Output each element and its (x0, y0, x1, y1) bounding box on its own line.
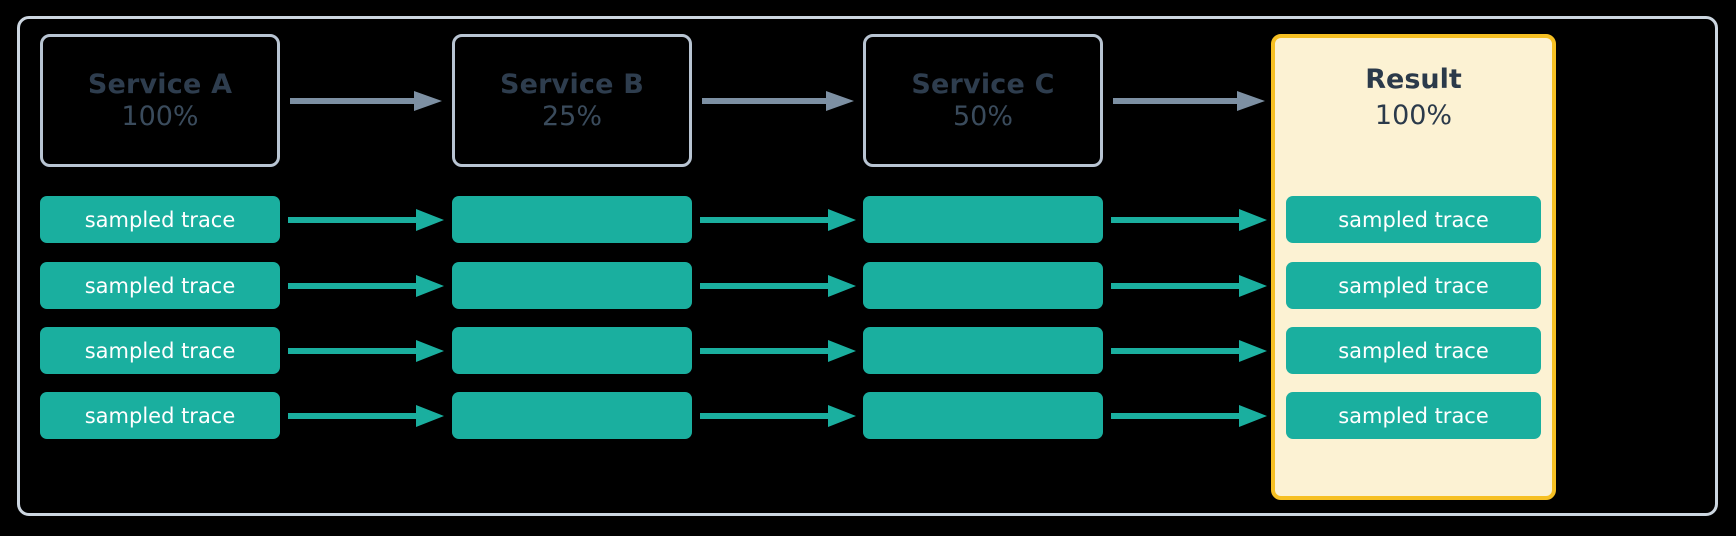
trace-label: sampled trace (84, 273, 236, 298)
trace-arrow (1111, 339, 1267, 363)
trace-label: sampled trace (84, 207, 236, 232)
service-rate: 100% (121, 100, 199, 132)
service-arrow-a-to-b (290, 89, 442, 113)
trace-bar[interactable] (863, 196, 1103, 243)
service-box-a[interactable]: Service A 100% (40, 34, 280, 167)
trace-bar[interactable] (452, 196, 692, 243)
trace-bar[interactable] (452, 327, 692, 374)
trace-bar[interactable]: sampled trace (40, 262, 280, 309)
service-name: Service A (87, 68, 233, 100)
trace-arrow (1111, 274, 1267, 298)
trace-label: sampled trace (1338, 207, 1489, 232)
trace-label: sampled trace (1338, 273, 1489, 298)
service-name: Service C (911, 68, 1055, 100)
trace-arrow (700, 404, 856, 428)
service-name: Service B (499, 68, 645, 100)
trace-bar[interactable] (863, 392, 1103, 439)
service-box-c[interactable]: Service C 50% (863, 34, 1103, 167)
service-arrow-c-to-result (1113, 89, 1265, 113)
trace-bar[interactable] (863, 327, 1103, 374)
result-rate: 100% (1374, 100, 1453, 131)
service-rate: 50% (952, 100, 1013, 132)
trace-bar-result[interactable]: sampled trace (1286, 196, 1541, 243)
trace-bar-result[interactable]: sampled trace (1286, 327, 1541, 374)
trace-arrow (700, 208, 856, 232)
sampling-diagram-frame: Service A 100% Service B 25% Service C 5… (17, 16, 1718, 516)
trace-bar-result[interactable]: sampled trace (1286, 262, 1541, 309)
trace-bar[interactable] (452, 392, 692, 439)
trace-arrow (288, 404, 444, 428)
trace-bar[interactable] (452, 262, 692, 309)
trace-label: sampled trace (84, 403, 236, 428)
trace-bar[interactable]: sampled trace (40, 196, 280, 243)
service-box-b[interactable]: Service B 25% (452, 34, 692, 167)
trace-bar[interactable]: sampled trace (40, 327, 280, 374)
trace-bar[interactable]: sampled trace (40, 392, 280, 439)
trace-arrow (288, 208, 444, 232)
trace-label: sampled trace (1338, 403, 1489, 428)
trace-arrow (1111, 208, 1267, 232)
trace-label: sampled trace (84, 338, 236, 363)
service-rate: 25% (541, 100, 602, 132)
trace-bar-result[interactable]: sampled trace (1286, 392, 1541, 439)
trace-bar[interactable] (863, 262, 1103, 309)
trace-arrow (700, 274, 856, 298)
trace-label: sampled trace (1338, 338, 1489, 363)
trace-arrow (288, 339, 444, 363)
result-title: Result (1365, 64, 1462, 95)
trace-arrow (1111, 404, 1267, 428)
trace-arrow (700, 339, 856, 363)
service-arrow-b-to-c (702, 89, 854, 113)
trace-arrow (288, 274, 444, 298)
